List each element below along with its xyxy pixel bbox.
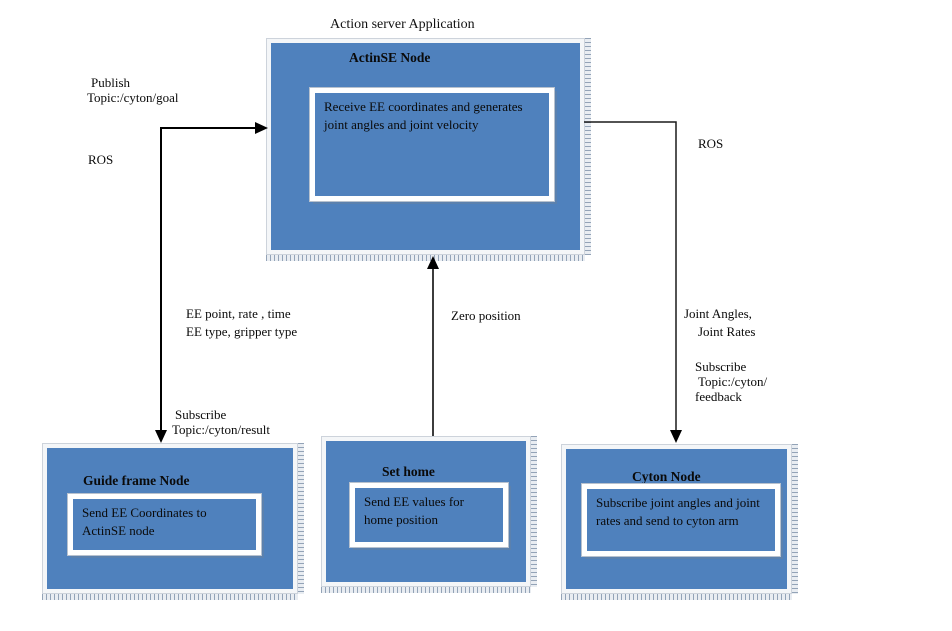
arrowhead-into-actinse	[255, 122, 268, 134]
label-joint-line2: Joint Rates	[698, 323, 756, 339]
label-publish: Publish	[91, 75, 131, 90]
diagram-title: Action server Application	[330, 17, 475, 32]
cyton-node: Cyton Node Subscribe joint angles and jo…	[561, 444, 798, 600]
guide-frame-node: Guide frame Node Send EE Coordinates to …	[42, 443, 304, 600]
arrowhead-into-guide-frame	[155, 430, 167, 443]
cyton-inner-box: Subscribe joint angles and joint rates a…	[582, 484, 780, 556]
label-ee-params: EE point, rate , time EE type, gripper t…	[186, 305, 297, 340]
set-home-node-body: Send EE values for home position	[364, 494, 465, 527]
label-subscribe-feedback-line2: Topic:/cyton/	[698, 374, 768, 389]
label-subscribe-result-line2: Topic:/cyton/result	[172, 422, 271, 437]
guide-frame-node-title: Guide frame Node	[83, 473, 190, 488]
guide-frame-node-body: Send EE Coordinates to ActinSE node	[82, 505, 207, 538]
connector-guide-actinse	[160, 127, 256, 431]
label-zero-position: Zero position	[451, 308, 521, 323]
set-home-inner-box: Send EE values for home position	[350, 483, 508, 547]
guide-frame-inner-box: Send EE Coordinates to ActinSE node	[68, 494, 261, 555]
label-subscribe-result: Subscribe Topic:/cyton/result	[172, 407, 270, 437]
label-subscribe-feedback-line1: Subscribe	[695, 359, 747, 374]
label-subscribe-feedback: Subscribe Topic:/cyton/ feedback	[695, 359, 767, 404]
set-home-node-title: Set home	[382, 464, 435, 479]
label-publish-topic: Topic:/cyton/goal	[87, 90, 179, 105]
label-ros-right: ROS	[698, 136, 724, 151]
actinse-node-body: Receive EE coordinates and generates joi…	[324, 99, 523, 132]
label-ee-params-line1: EE point, rate , time	[186, 306, 291, 321]
set-home-node: Set home Send EE values for home positio…	[321, 436, 537, 593]
label-subscribe-result-line1: Subscribe	[175, 407, 227, 422]
actinse-node-title: ActinSE Node	[349, 50, 431, 65]
actinse-inner-box: Receive EE coordinates and generates joi…	[310, 88, 554, 201]
connector-actinse-cyton	[584, 121, 677, 431]
cyton-node-title: Cyton Node	[632, 469, 701, 484]
label-subscribe-feedback-line3: feedback	[695, 389, 742, 404]
label-ros-left: ROS	[88, 152, 114, 167]
label-publish-topic-goal: Publish Topic:/cyton/goal	[87, 75, 179, 105]
label-joint-line1: Joint Angles,	[684, 306, 752, 321]
label-ee-params-line2: EE type, gripper type	[186, 323, 298, 339]
arrowhead-up-into-actinse	[427, 256, 439, 269]
cyton-node-body: Subscribe joint angles and joint rates a…	[596, 495, 760, 528]
actinse-node: ActinSE Node Receive EE coordinates and …	[266, 38, 591, 261]
arrowhead-into-cyton	[670, 430, 682, 443]
label-joint-angles-rates: Joint Angles, Joint Rates	[684, 305, 755, 340]
